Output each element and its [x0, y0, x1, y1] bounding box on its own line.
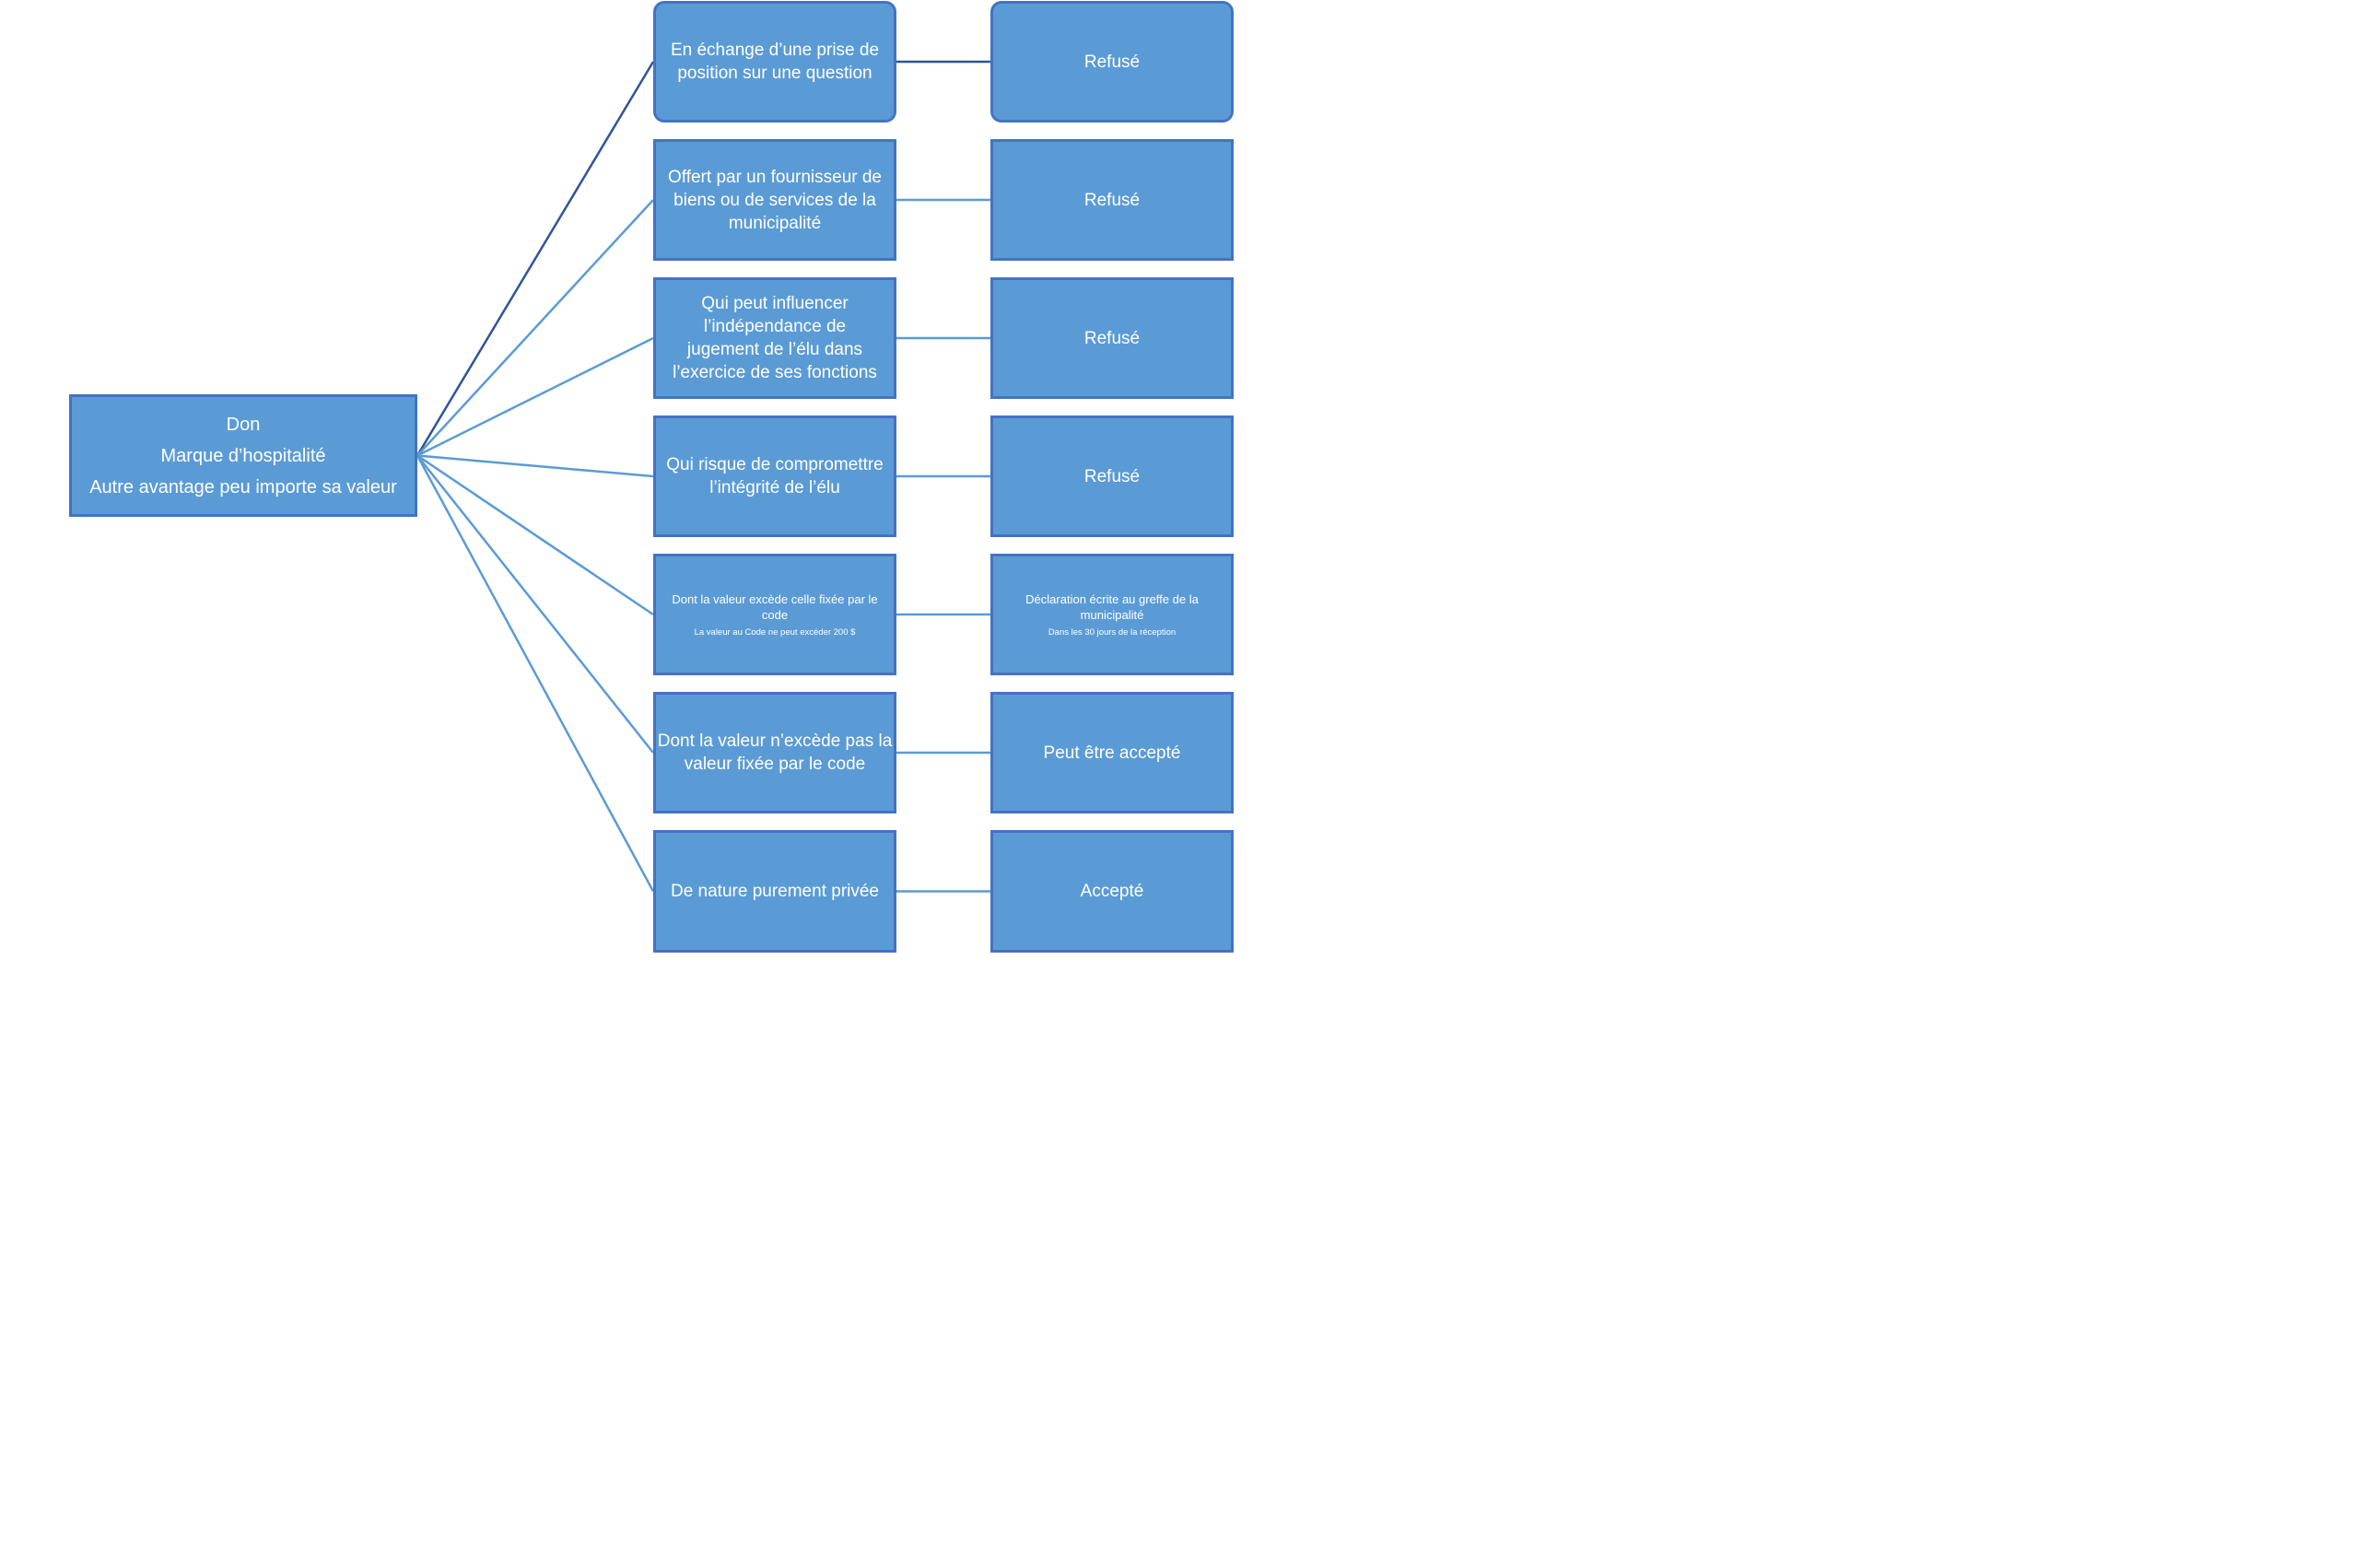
condition-node-private: De nature purement privée: [653, 830, 896, 953]
condition-node-value-not-exceeds: Dont la valeur n’excède pas la valeur fi…: [653, 692, 896, 813]
condition-node-independence: Qui peut influencer l’indépendance de ju…: [653, 277, 896, 399]
outcome-label: Peut être accepté: [1043, 743, 1181, 763]
outcome-node-refused: Refusé: [990, 139, 1234, 261]
condition-node-integrity: Qui risque de compromettre l’intégrité d…: [653, 415, 896, 537]
connector-root-to-condition: [416, 454, 654, 478]
condition-label: Qui peut influencer l’indépendance de ju…: [673, 294, 877, 382]
connector-root-to-condition: [416, 199, 654, 457]
condition-label: Dont la valeur n’excède pas la valeur fi…: [657, 731, 893, 774]
outcome-label: Refusé: [1083, 328, 1141, 348]
connector-root-to-condition: [416, 454, 654, 616]
root-line-hospitality: Marque d’hospitalité: [160, 445, 326, 466]
connector-root-to-condition: [416, 454, 654, 754]
connector-root-to-condition: [416, 61, 655, 457]
outcome-label: Refusé: [1083, 190, 1141, 210]
outcome-node-declaration: Déclaration écrite au greffe de la munic…: [990, 554, 1234, 675]
condition-label: De nature purement privée: [670, 882, 879, 901]
condition-label: Offert par un fournisseur de biens ou de…: [668, 167, 882, 233]
outcome-node-refused: Refusé: [990, 1, 1234, 123]
root-node-gift: Don Marque d’hospitalité Autre avantage …: [69, 394, 417, 517]
connector-root-to-condition: [416, 454, 655, 893]
outcome-label: Refusé: [1083, 52, 1141, 72]
root-line-don: Don: [226, 414, 261, 435]
condition-label: Qui risque de compromettre l’intégrité d…: [666, 455, 884, 497]
condition-node-position-exchange: En échange d’une prise de position sur u…: [653, 1, 896, 123]
condition-note: La valeur au Code ne peut excéder 200 $: [694, 626, 856, 638]
condition-node-value-exceeds: Dont la valeur excède celle fixée par le…: [653, 554, 896, 675]
outcome-node-refused: Refusé: [990, 415, 1234, 537]
condition-label: En échange d’une prise de position sur u…: [670, 41, 880, 83]
outcome-node-may-accept: Peut être accepté: [990, 692, 1234, 813]
outcome-node-accepted: Accepté: [990, 830, 1234, 953]
outcome-label: Accepté: [1080, 882, 1144, 901]
outcome-node-refused: Refusé: [990, 277, 1234, 399]
condition-node-supplier: Offert par un fournisseur de biens ou de…: [653, 139, 896, 261]
connector-root-to-condition: [416, 336, 654, 457]
outcome-note: Dans les 30 jours de la réception: [1048, 626, 1177, 638]
connector-layer: [416, 60, 990, 893]
outcome-label: Déclaration écrite au greffe de la munic…: [1025, 591, 1199, 622]
root-line-other-benefit: Autre avantage peu importe sa valeur: [89, 476, 397, 497]
condition-label: Dont la valeur excède celle fixée par le…: [672, 591, 878, 622]
outcome-label: Refusé: [1083, 466, 1141, 486]
